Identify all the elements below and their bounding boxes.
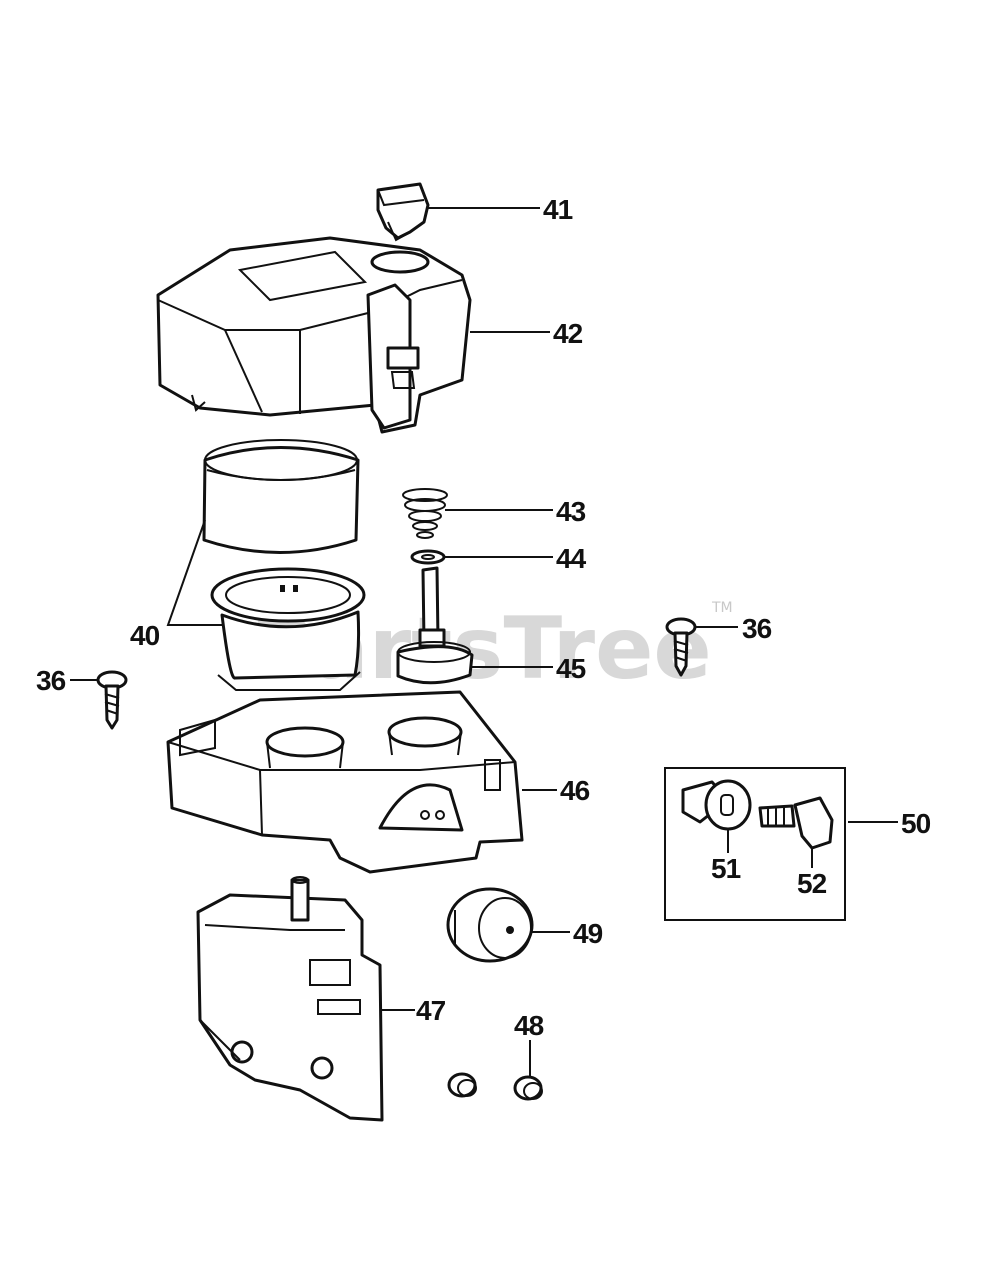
part-40-filter-upper[interactable] [202,439,360,554]
part-50-kit-box[interactable] [664,767,846,921]
part-44-washer[interactable] [410,549,446,565]
part-46-base[interactable] [166,690,524,874]
callout-46: 46 [560,775,590,806]
part-42-cover[interactable] [156,236,472,434]
part-45-shaft-gear[interactable] [396,566,474,685]
part-36-screw-right[interactable] [665,617,697,677]
callout-36-left: 36 [36,665,66,696]
callout-47: 47 [416,995,446,1026]
callout-41: 41 [543,194,573,225]
part-48-nut-left[interactable] [447,1072,477,1098]
callout-40: 40 [130,620,160,651]
callout-52: 52 [797,868,827,899]
part-48-nut-right[interactable] [513,1075,543,1101]
part-52-primer-cap[interactable] [758,796,834,850]
part-43-spring[interactable] [402,488,448,539]
part-36-screw-left[interactable] [96,670,128,730]
callout-51: 51 [711,853,741,884]
part-47-housing[interactable] [196,876,384,1122]
part-40-filter-lower[interactable] [210,567,366,691]
callout-36-right: 36 [742,613,772,644]
callout-44: 44 [556,543,587,574]
callout-45: 45 [556,653,586,684]
part-51-primer-bulb[interactable] [681,779,752,831]
callout-50: 50 [901,808,931,839]
leader-lines [70,207,898,1078]
callout-43: 43 [556,496,586,527]
watermark-trademark: TM [711,600,733,616]
part-49-grommet[interactable] [446,887,534,963]
callout-49: 49 [573,918,603,949]
part-41-cap[interactable] [376,182,430,242]
callout-48: 48 [514,1010,544,1041]
callout-42: 42 [553,318,583,349]
